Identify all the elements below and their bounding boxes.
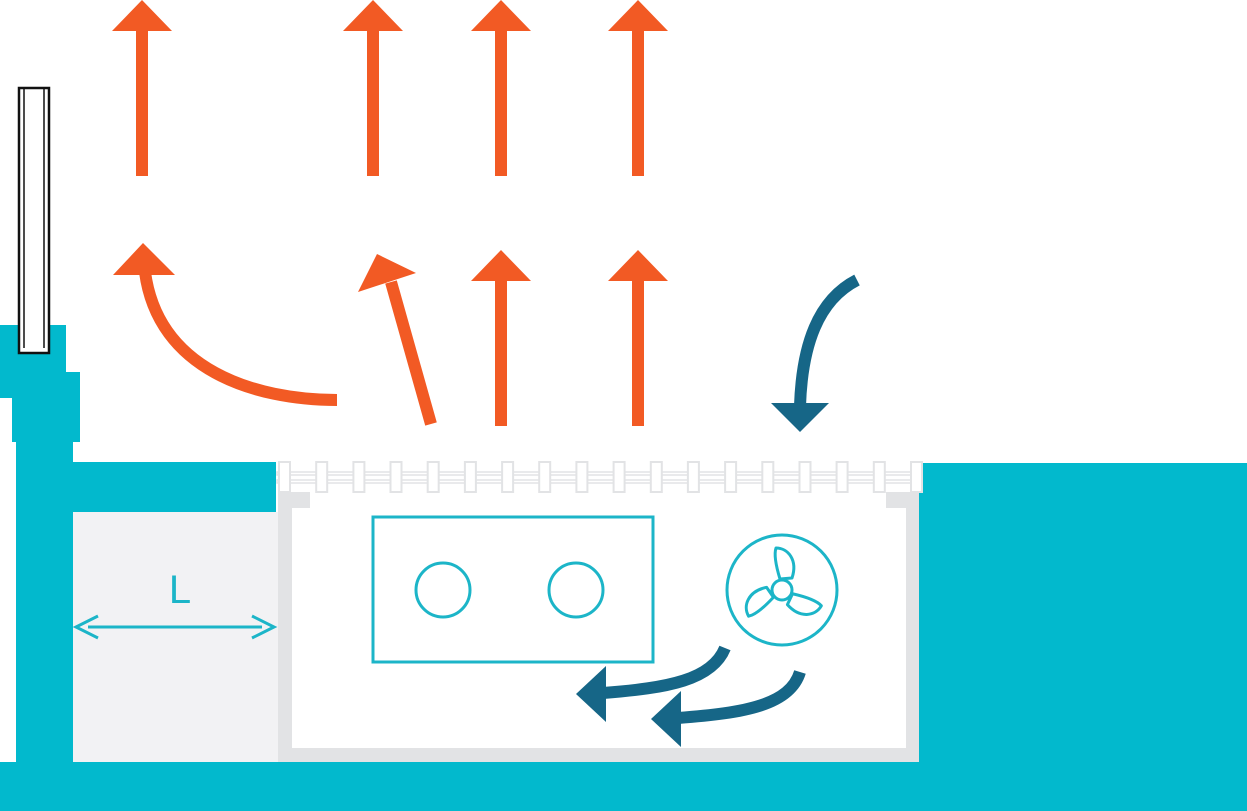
dimension-arrowhead-left <box>72 614 99 640</box>
grille-bar <box>835 461 849 493</box>
grille-bar <box>798 461 812 493</box>
grille-rail <box>276 471 920 476</box>
heat-exchanger-pipe-right <box>547 561 605 619</box>
grille-rail <box>276 479 920 484</box>
warm-arrow-top <box>471 0 531 176</box>
grille-bar <box>872 461 886 493</box>
grille-bar <box>389 461 403 493</box>
grille-bar <box>724 461 738 493</box>
grille-bar <box>612 461 626 493</box>
warm-arrow-top <box>608 0 668 176</box>
wall-cavity <box>73 512 278 762</box>
dimension-label: L <box>169 568 191 612</box>
grille-icon <box>276 461 923 493</box>
heater-housing <box>278 492 919 762</box>
warm-arrow-top <box>112 0 172 176</box>
grille-bar <box>426 461 440 493</box>
grille-bar <box>686 461 700 493</box>
grille-bar <box>315 461 329 493</box>
grille-bar <box>352 461 366 493</box>
heat-exchanger-body <box>371 515 655 664</box>
housing-left-lip <box>278 492 310 508</box>
floor-left-slab <box>16 462 276 512</box>
grille-bar <box>538 461 552 493</box>
grille-bar <box>278 461 291 493</box>
dimension-l: L <box>72 568 278 640</box>
housing-right-lip <box>886 492 919 508</box>
dimension-arrowhead-right <box>251 614 278 640</box>
fan-blade <box>773 546 796 581</box>
grille-bar <box>463 461 477 493</box>
fan-hub <box>770 578 794 602</box>
fan-housing <box>725 533 839 647</box>
fan-blades <box>744 546 823 618</box>
grille-bar <box>910 461 923 493</box>
warm-arrow-low <box>471 250 531 426</box>
grille-bar <box>501 461 515 493</box>
heat-exchanger-icon <box>371 515 655 664</box>
cool-arrow-outflow <box>651 669 806 747</box>
housing-bottom <box>278 748 919 762</box>
housing-left-wall <box>278 492 292 762</box>
cool-air-arrows <box>576 274 860 747</box>
cool-arrow-outflow <box>576 645 731 722</box>
warm-air-arrows <box>112 0 668 426</box>
fan-blade <box>744 585 775 618</box>
warm-arrow-angled <box>358 254 437 426</box>
window-frame-icon <box>17 86 51 355</box>
grille-bar <box>649 461 663 493</box>
grille-bar <box>761 461 775 493</box>
cool-arrow-inflow <box>771 274 860 432</box>
fan-icon <box>725 533 839 647</box>
floor-right-slab <box>918 463 1247 811</box>
warm-arrow-low <box>608 250 668 426</box>
warm-arrow-top <box>343 0 403 176</box>
housing-right-wall <box>906 492 919 762</box>
grille-bar <box>575 461 589 493</box>
warm-arrow-curved <box>113 243 338 406</box>
heat-exchanger-pipe-left <box>414 561 472 619</box>
fan-blade <box>785 592 823 616</box>
